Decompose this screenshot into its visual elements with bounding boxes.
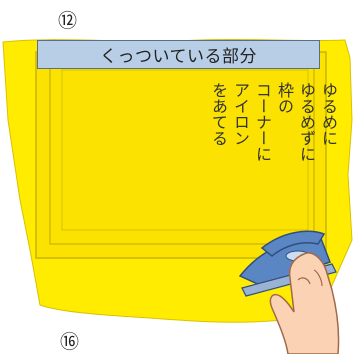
frame-outer [35, 51, 327, 259]
vertical-text-col-4: コーナーに [253, 82, 272, 162]
step-number-top: ⑫ [58, 10, 78, 32]
vertical-text-col-3: 枠の [275, 82, 294, 114]
attached-part-label: くっついている部分 [37, 40, 320, 69]
vertical-text-col-2: ゆるめずに [297, 82, 316, 162]
vertical-text-col-6: をあてる [209, 82, 228, 146]
vertical-text-col-1: ゆるめに [319, 82, 338, 146]
step-number-bottom: ⑯ [60, 331, 80, 353]
vertical-text-col-5: アイロン [231, 82, 250, 146]
frame-inner-2 [61, 69, 309, 231]
hand-icon [269, 252, 340, 354]
